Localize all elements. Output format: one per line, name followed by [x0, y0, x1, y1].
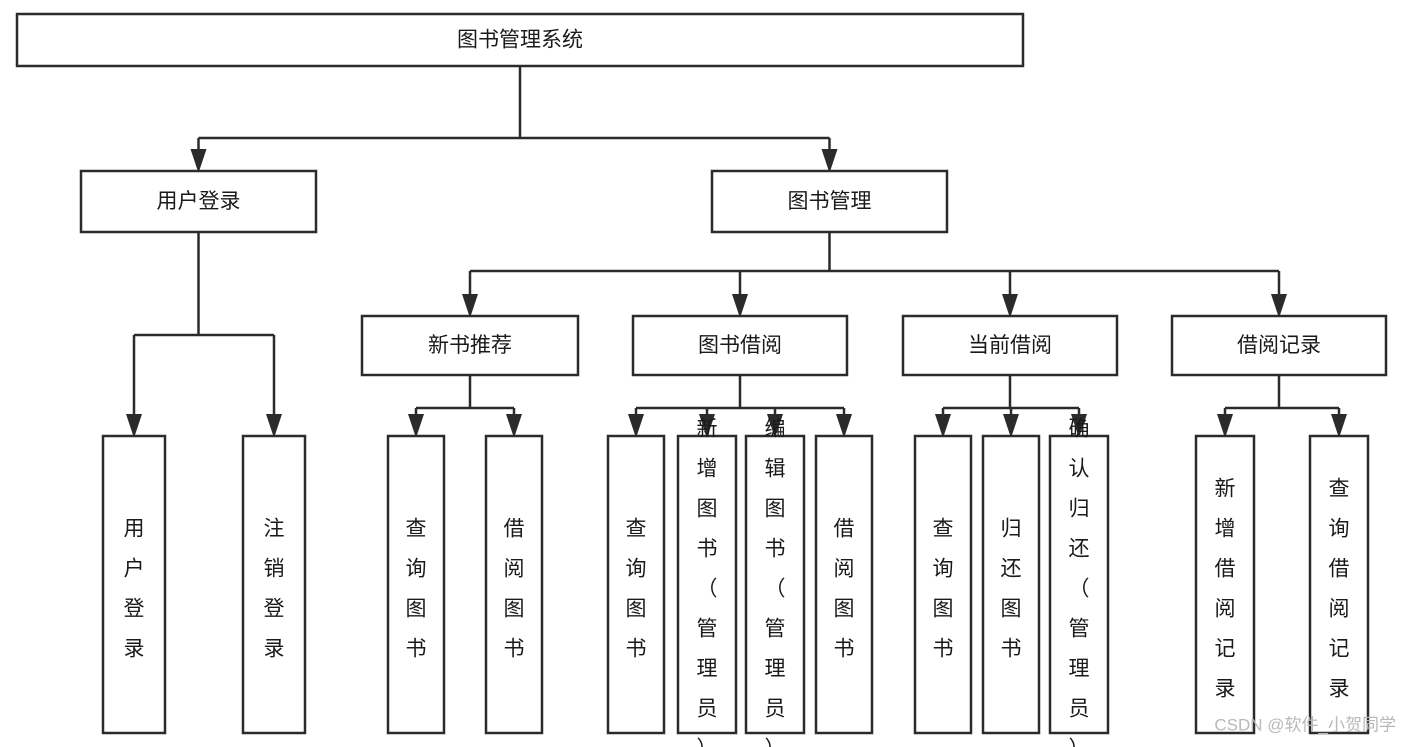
- node-box-leaf-user-login: [101, 434, 167, 735]
- node-label-leaf-return-book: 归还图书: [1001, 518, 1022, 661]
- node-label-leaf-query-book-current: 查询图书: [933, 518, 954, 661]
- node-box-leaf-edit-book: [744, 434, 806, 735]
- connector-layer: [126, 66, 1347, 438]
- node-box-borrow-record: [1170, 314, 1388, 377]
- node-label-leaf-add-borrow-record: 新增借阅记录: [1215, 478, 1236, 701]
- node-book-borrow[interactable]: 图书借阅: [631, 314, 849, 377]
- node-label-leaf-add-book: 新增图书（管理员）: [697, 418, 718, 747]
- node-borrow-record[interactable]: 借阅记录: [1170, 314, 1388, 377]
- connector-conn-book-manage-bus: [462, 232, 1287, 318]
- node-label-leaf-borrow-book-recommend: 借阅图书: [504, 518, 525, 661]
- node-box-leaf-query-book-current: [913, 434, 973, 735]
- node-leaf-add-book[interactable]: 新增图书（管理员）: [676, 418, 738, 747]
- node-label-book-manage: 图书管理: [788, 190, 872, 213]
- node-box-current-borrow: [901, 314, 1119, 377]
- node-book-manage[interactable]: 图书管理: [710, 169, 949, 234]
- node-leaf-borrow-book-recommend[interactable]: 借阅图书: [484, 434, 544, 735]
- node-label-leaf-edit-book: 编辑图书（管理员）: [765, 418, 786, 747]
- node-label-book-borrow: 图书借阅: [698, 334, 782, 357]
- node-label-user-login: 用户登录: [157, 190, 241, 213]
- watermark-layer: CSDN @软件_小贺同学: [1214, 715, 1396, 734]
- node-leaf-borrow-book[interactable]: 借阅图书: [814, 434, 874, 735]
- node-box-new-book-recommend: [360, 314, 580, 377]
- node-leaf-edit-book[interactable]: 编辑图书（管理员）: [744, 418, 806, 747]
- connector-conn-recommend-bus: [408, 375, 522, 438]
- csdn-watermark: CSDN @软件_小贺同学: [1214, 715, 1396, 734]
- node-box-book-manage: [710, 169, 949, 234]
- connector-conn-current-bus: [935, 375, 1087, 438]
- node-current-borrow[interactable]: 当前借阅: [901, 314, 1119, 377]
- connector-conn-borrow-bus: [628, 375, 852, 438]
- node-box-user-login: [79, 169, 318, 234]
- node-label-current-borrow: 当前借阅: [968, 334, 1052, 357]
- node-box-root: [15, 12, 1025, 68]
- node-leaf-add-borrow-record[interactable]: 新增借阅记录: [1194, 434, 1256, 735]
- node-label-leaf-query-book-recommend: 查询图书: [406, 518, 427, 661]
- node-leaf-confirm-return[interactable]: 确认归还（管理员）: [1048, 418, 1110, 747]
- node-label-leaf-user-login: 用户登录: [124, 518, 145, 661]
- node-label-leaf-query-borrow-record: 查询借阅记录: [1329, 478, 1350, 701]
- node-box-leaf-user-logout: [241, 434, 307, 735]
- node-box-leaf-query-book-recommend: [386, 434, 446, 735]
- node-label-new-book-recommend: 新书推荐: [428, 334, 512, 357]
- node-box-leaf-add-borrow-record: [1194, 434, 1256, 735]
- node-new-book-recommend[interactable]: 新书推荐: [360, 314, 580, 377]
- node-box-leaf-borrow-book: [814, 434, 874, 735]
- connector-conn-user-login-bus: [126, 232, 282, 438]
- node-leaf-query-book-recommend[interactable]: 查询图书: [386, 434, 446, 735]
- node-leaf-user-login[interactable]: 用户登录: [101, 434, 167, 735]
- connector-conn-root-bus: [190, 66, 838, 173]
- node-label-root: 图书管理系统: [457, 29, 583, 52]
- node-label-borrow-record: 借阅记录: [1237, 334, 1321, 357]
- node-leaf-user-logout[interactable]: 注销登录: [241, 434, 307, 735]
- node-box-leaf-add-book: [676, 434, 738, 735]
- connector-conn-record-bus: [1217, 375, 1347, 438]
- node-label-leaf-borrow-book: 借阅图书: [834, 518, 855, 661]
- node-root[interactable]: 图书管理系统: [15, 12, 1025, 68]
- node-leaf-query-book-current[interactable]: 查询图书: [913, 434, 973, 735]
- node-label-leaf-query-book-borrow: 查询图书: [626, 518, 647, 661]
- node-user-login[interactable]: 用户登录: [79, 169, 318, 234]
- node-leaf-return-book[interactable]: 归还图书: [981, 434, 1041, 735]
- node-box-leaf-confirm-return: [1048, 434, 1110, 735]
- node-layer: 图书管理系统用户登录图书管理新书推荐图书借阅当前借阅借阅记录用户登录注销登录查询…: [15, 12, 1388, 747]
- node-box-book-borrow: [631, 314, 849, 377]
- node-box-leaf-borrow-book-recommend: [484, 434, 544, 735]
- node-box-leaf-return-book: [981, 434, 1041, 735]
- node-leaf-query-borrow-record[interactable]: 查询借阅记录: [1308, 434, 1370, 735]
- node-box-leaf-query-book-borrow: [606, 434, 666, 735]
- node-box-leaf-query-borrow-record: [1308, 434, 1370, 735]
- node-label-leaf-user-logout: 注销登录: [264, 518, 285, 661]
- node-label-leaf-confirm-return: 确认归还（管理员）: [1069, 418, 1090, 747]
- node-leaf-query-book-borrow[interactable]: 查询图书: [606, 434, 666, 735]
